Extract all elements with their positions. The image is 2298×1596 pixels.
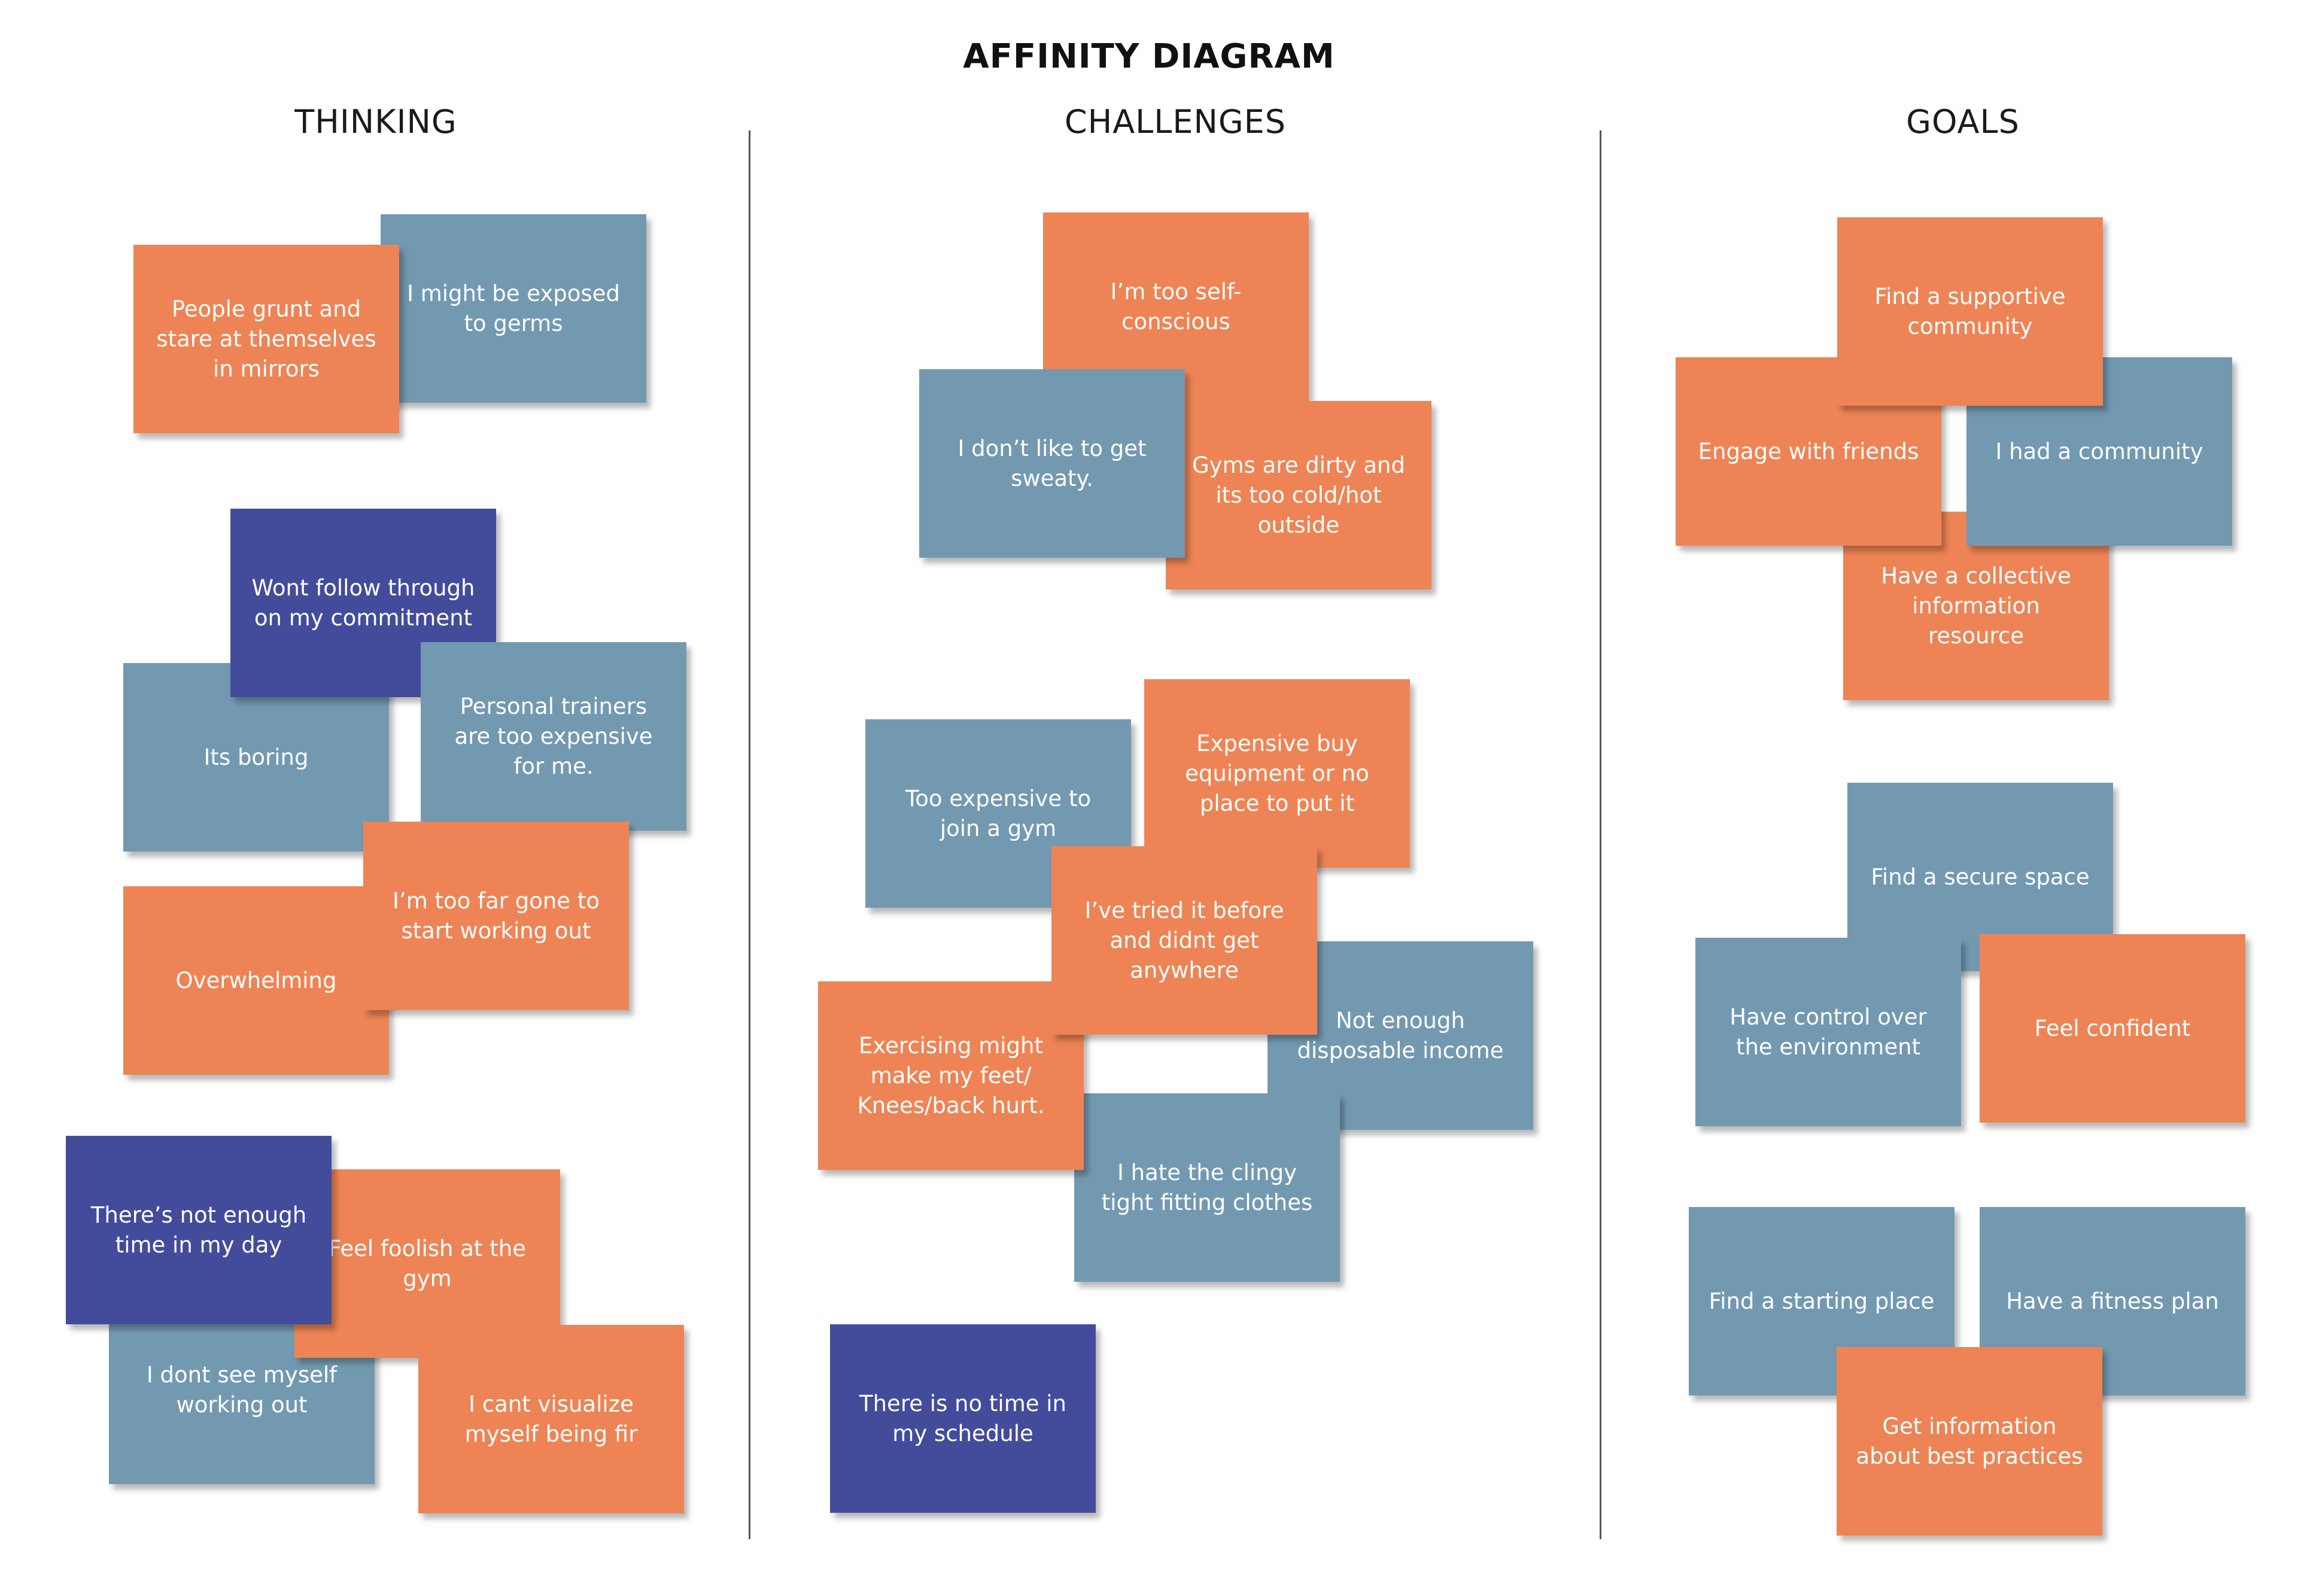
sticky-note[interactable]: Gyms are dirty and its too cold/hot outs… [1166,401,1431,589]
sticky-note[interactable]: Personal trainers are too expensive for … [421,642,686,831]
column-divider [749,130,750,1539]
sticky-note-text: Not enough disposable income [1297,1007,1504,1063]
sticky-note-text: There is no time in my schedule [859,1390,1066,1446]
sticky-note-text: I might be exposed to germs [407,280,620,336]
sticky-note[interactable]: I don’t like to get sweaty. [919,369,1185,558]
sticky-note-text: Gyms are dirty and its too cold/hot outs… [1192,452,1405,538]
sticky-note-text: Find a secure space [1871,864,2090,890]
sticky-note-text: Find a supportive community [1874,283,2066,339]
diagram-title: AFFINITY DIAGRAM [963,37,1335,76]
column-divider [1600,130,1601,1539]
sticky-note-text: Overwhelming [175,967,337,993]
sticky-note[interactable]: I’m too far gone to start working out [363,822,629,1010]
sticky-note[interactable]: Engage with friends [1676,357,1941,546]
sticky-note-text: Personal trainers are too expensive for … [454,693,653,779]
sticky-note-text: I dont see myself working out [146,1361,338,1418]
column-heading-thinking: THINKING [294,103,457,141]
sticky-note-text: Its boring [203,744,309,770]
sticky-note[interactable]: Have control over the environment [1695,938,1961,1126]
column-heading-challenges: CHALLENGES [1064,103,1287,141]
sticky-note[interactable]: There is no time in my schedule [830,1324,1096,1513]
sticky-note[interactable]: I cant visualize myself being fir [418,1325,684,1513]
sticky-note-text: People grunt and stare at themselves in … [156,296,376,382]
sticky-note[interactable]: I hate the clingy tight fitting clothes [1074,1093,1340,1282]
sticky-note[interactable]: People grunt and stare at themselves in … [133,245,399,433]
sticky-note-text: Feel confident [2034,1015,2191,1041]
sticky-note-text: I’m too far gone to start working out [393,887,600,944]
column-heading-goals: GOALS [1906,103,2020,141]
sticky-note-text: Get information about best practices [1856,1413,2083,1469]
sticky-note-text: Have control over the environment [1729,1004,1927,1060]
sticky-note[interactable]: Feel confident [1980,934,2245,1123]
sticky-note-text: Find a starting place [1709,1288,1935,1314]
sticky-note-text: I cant visualize myself being fir [464,1391,638,1447]
sticky-note[interactable]: Exercising might make my feet/ Knees/bac… [818,981,1084,1170]
sticky-note-text: Expensive buy equipment or no place to p… [1185,730,1369,816]
sticky-note[interactable]: I’ve tried it before and didnt get anywh… [1051,846,1317,1035]
sticky-note-text: I hate the clingy tight fitting clothes [1101,1159,1313,1215]
sticky-note-text: Wont follow through on my commitment [251,574,475,631]
sticky-note-text: Too expensive to join a gym [905,785,1092,841]
sticky-note-text: I’m too self-conscious [1110,278,1242,335]
sticky-note-text: I had a community [1995,438,2203,464]
sticky-note[interactable]: Expensive buy equipment or no place to p… [1144,679,1410,868]
sticky-note[interactable]: Overwhelming [123,886,389,1075]
sticky-note[interactable]: There’s not enough time in my day [66,1136,332,1324]
sticky-note[interactable]: Get information about best practices [1837,1347,2102,1536]
sticky-note-text: Have a fitness plan [2006,1288,2219,1314]
sticky-note-text: I’ve tried it before and didnt get anywh… [1084,897,1284,983]
sticky-note-text: I don’t like to get sweaty. [957,435,1147,491]
sticky-note-text: Have a collective information resource [1881,563,2071,649]
sticky-note[interactable]: I dont see myself working out [109,1296,375,1484]
sticky-note-text: Engage with friends [1698,438,1919,464]
sticky-note[interactable]: Find a supportive community [1837,217,2103,406]
sticky-note-text: Feel foolish at the gym [329,1235,526,1291]
sticky-note[interactable]: I might be exposed to germs [381,214,646,403]
sticky-note-text: Exercising might make my feet/ Knees/bac… [857,1032,1045,1118]
sticky-note-text: There’s not enough time in my day [90,1202,307,1258]
